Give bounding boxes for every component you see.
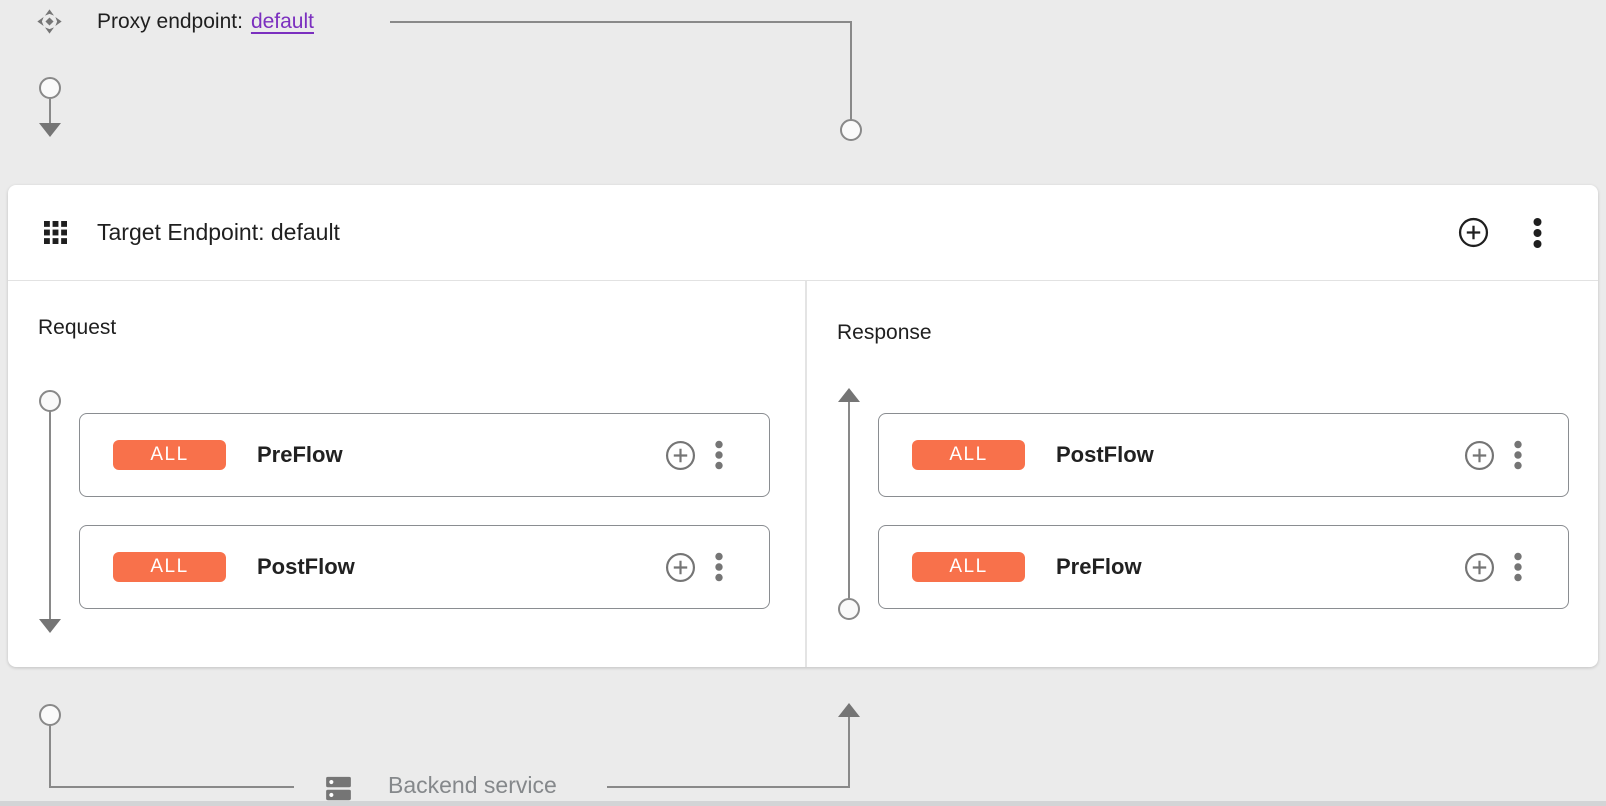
add-circle-icon [665, 552, 696, 582]
response-preflow-add-button[interactable] [1464, 552, 1495, 583]
request-preflow-add-button[interactable] [665, 440, 696, 471]
apps-grid-icon [44, 221, 67, 244]
header-divider [8, 280, 1598, 281]
request-start-arrow-icon [39, 123, 61, 137]
request-response-divider [805, 281, 807, 667]
backend-response-line-vertical [848, 717, 850, 788]
response-postflow-card[interactable]: ALL PostFlow [878, 413, 1569, 497]
flow-name: PostFlow [1056, 442, 1154, 467]
backend-request-circle [39, 704, 61, 726]
request-start-line [49, 99, 51, 124]
request-preflow-card[interactable]: ALL PreFlow [79, 413, 770, 497]
connector-proxy-to-target-vertical [850, 21, 852, 120]
kebab-menu-icon [1533, 217, 1542, 248]
kebab-menu-icon [1514, 552, 1522, 582]
response-postflow-add-button[interactable] [1464, 440, 1495, 471]
condition-badge: ALL [912, 552, 1025, 582]
response-column-label: Response [837, 321, 932, 344]
flow-name: PreFlow [1056, 554, 1142, 579]
proxy-endpoint-icon [37, 9, 62, 34]
response-rail-arrow-icon [838, 388, 860, 402]
flow-name: PreFlow [257, 442, 343, 467]
response-preflow-card[interactable]: ALL PreFlow [878, 525, 1569, 609]
connector-endpoint-circle-top [840, 119, 862, 141]
request-postflow-menu-button[interactable] [715, 552, 723, 582]
add-circle-icon [1458, 217, 1489, 248]
request-preflow-menu-button[interactable] [715, 440, 723, 470]
request-postflow-add-button[interactable] [665, 552, 696, 583]
kebab-menu-icon [715, 440, 723, 470]
response-preflow-menu-button[interactable] [1514, 552, 1522, 582]
backend-service-label: Backend service [388, 772, 557, 798]
response-postflow-menu-button[interactable] [1514, 440, 1522, 470]
add-circle-icon [665, 440, 696, 470]
response-rail-line [848, 402, 850, 598]
request-start-circle [39, 77, 61, 99]
bottom-edge-strip [0, 801, 1606, 806]
backend-response-line-horizontal [607, 786, 850, 788]
connector-proxy-to-target-horizontal [390, 21, 852, 23]
add-circle-icon [1464, 552, 1495, 582]
target-endpoint-header: Target Endpoint: default [8, 185, 1598, 280]
kebab-menu-icon [1514, 440, 1522, 470]
request-rail-arrow-icon [39, 619, 61, 633]
backend-response-arrow-icon [838, 703, 860, 717]
dns-server-icon [326, 776, 351, 801]
target-add-button[interactable] [1458, 217, 1489, 248]
condition-badge: ALL [113, 552, 226, 582]
proxy-endpoint-link[interactable]: default [250, 9, 314, 33]
proxy-endpoint-label: Proxy endpoint: [97, 9, 243, 33]
backend-request-line-horizontal [49, 786, 294, 788]
target-endpoint-title: Target Endpoint: default [97, 219, 340, 245]
request-rail-circle [39, 390, 61, 412]
request-postflow-card[interactable]: ALL PostFlow [79, 525, 770, 609]
kebab-menu-icon [715, 552, 723, 582]
target-menu-button[interactable] [1533, 217, 1542, 249]
request-column-label: Request [38, 316, 117, 339]
request-rail-line [49, 411, 51, 620]
proxy-endpoint-row: Proxy endpoint: default [36, 8, 314, 35]
condition-badge: ALL [912, 440, 1025, 470]
add-circle-icon [1464, 440, 1495, 470]
backend-request-line-vertical [49, 725, 51, 787]
condition-badge: ALL [113, 440, 226, 470]
flow-name: PostFlow [257, 554, 355, 579]
response-rail-circle [838, 598, 860, 620]
